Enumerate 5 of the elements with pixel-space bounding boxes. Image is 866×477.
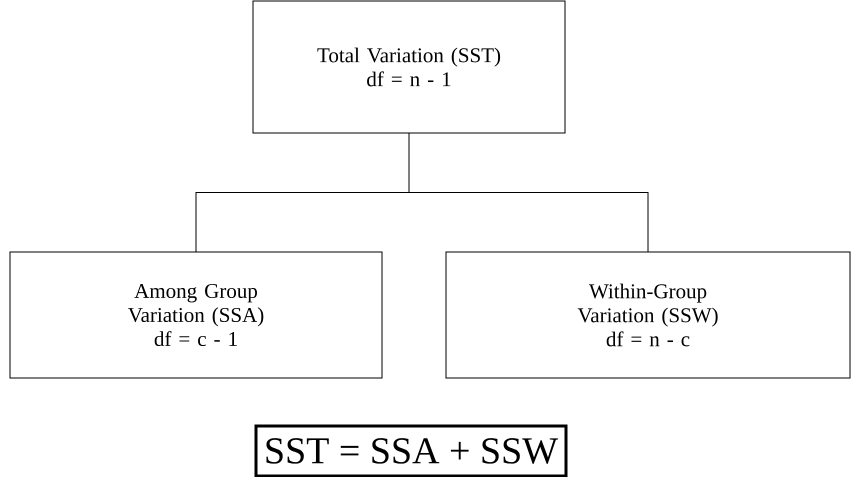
process-box: Total Variation (SST) df = n - 1 bbox=[252, 0, 566, 134]
process-box: Among Group Variation (SSA) df = c - 1 bbox=[10, 252, 382, 378]
connector-line bbox=[408, 133, 648, 252]
process-box: Within-Group Variation (SSW) df = n - c bbox=[446, 252, 850, 378]
equation-box: SST = SSA + SSW bbox=[254, 424, 568, 477]
